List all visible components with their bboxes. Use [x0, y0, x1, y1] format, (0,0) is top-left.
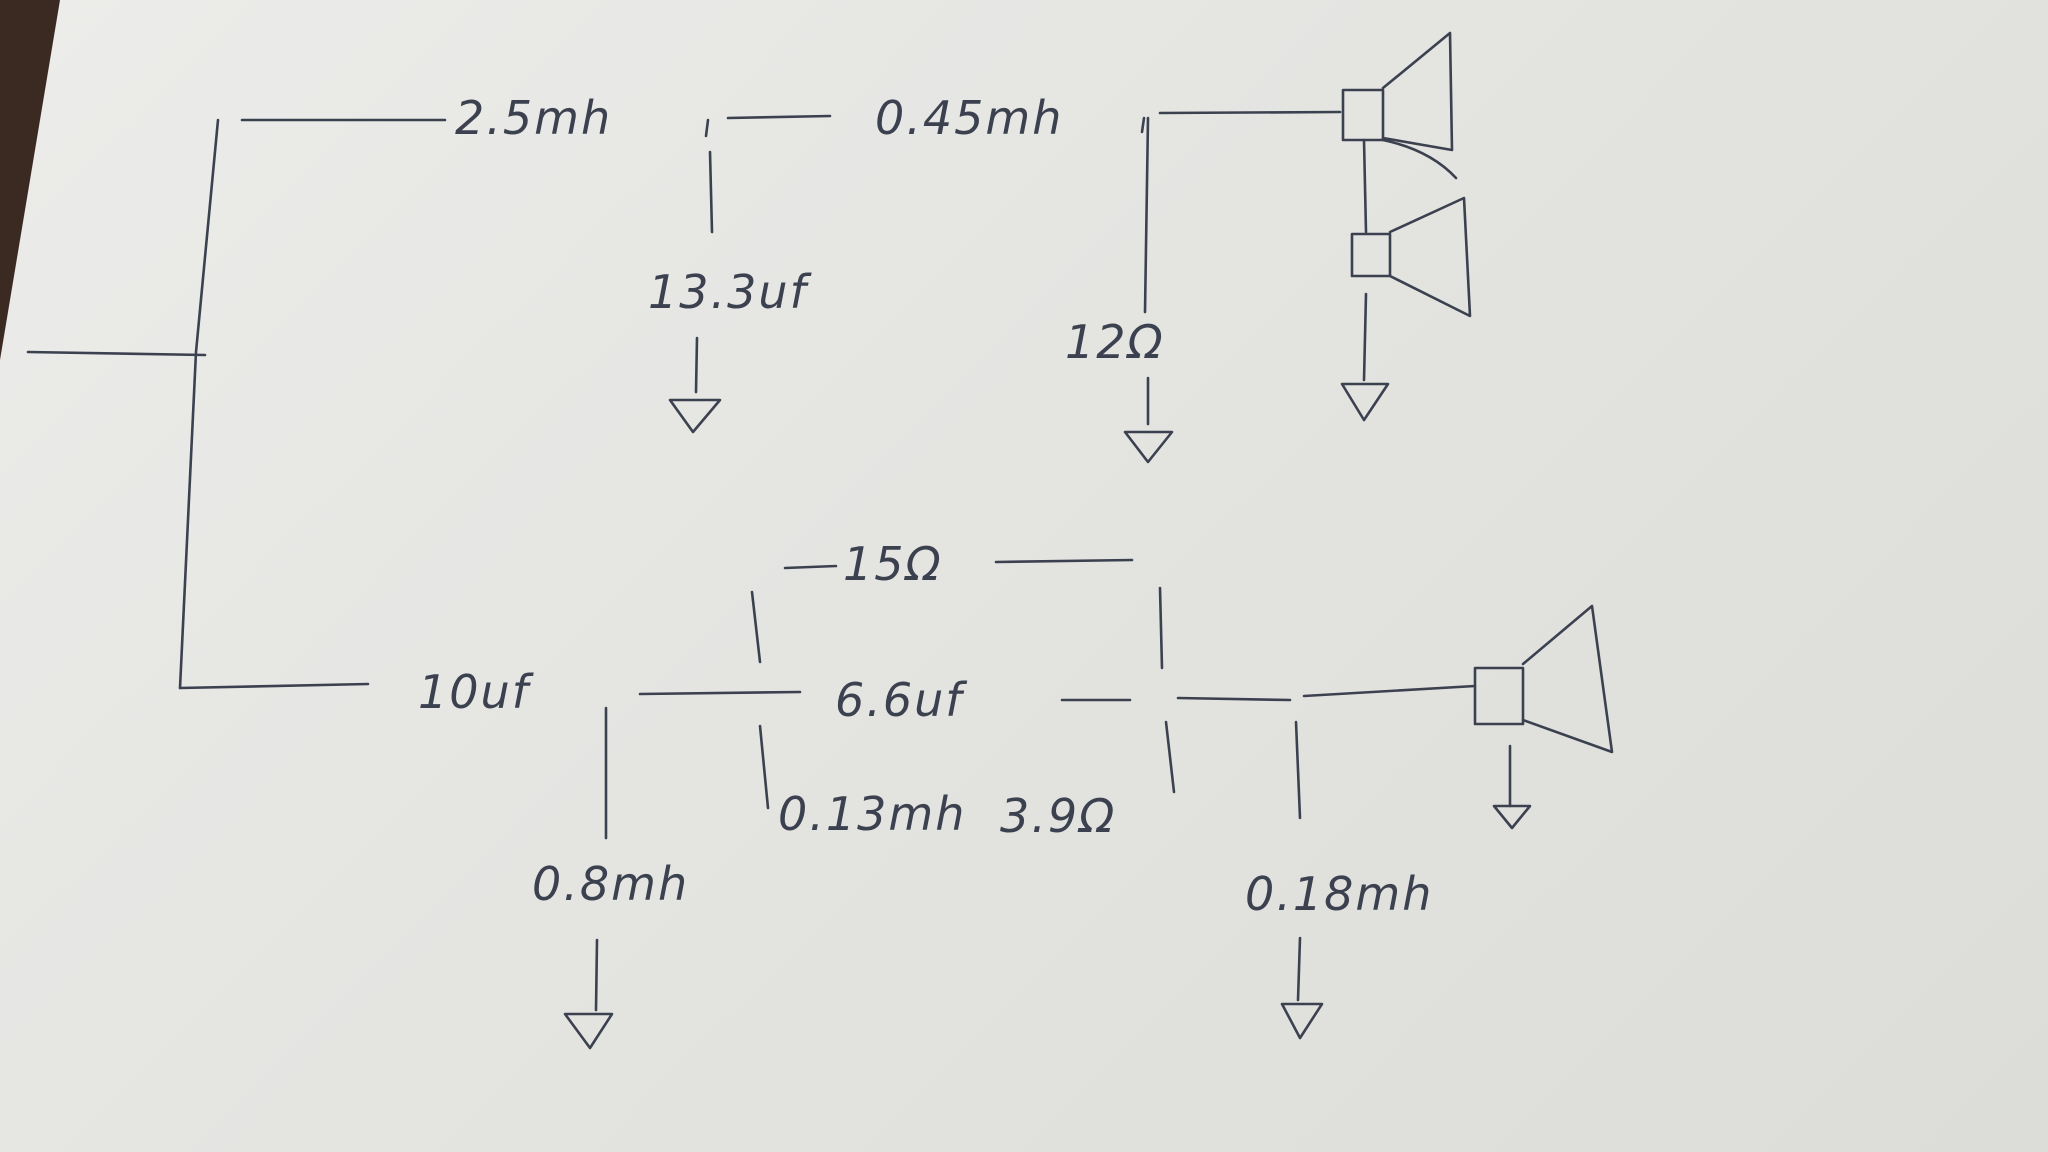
- tweeter-2-wire-down: [1362, 292, 1368, 382]
- label-3-9ohm: 3.9Ω: [1000, 789, 1116, 843]
- shunt-0-18mh-wire: [1294, 720, 1302, 820]
- junction-mark-2: [1140, 116, 1146, 134]
- bottom-wire-to-10uf: [178, 682, 370, 690]
- label-15ohm: 15Ω: [843, 537, 943, 591]
- label-2-5mh: 2.5mh: [455, 91, 612, 145]
- label-12ohm: 12Ω: [1065, 315, 1165, 369]
- ground-symbol-woofer: [1492, 804, 1532, 830]
- shunt-12ohm-wire: [1143, 116, 1150, 314]
- tweeter-1-cone-edge: [1381, 138, 1458, 180]
- wire-0-45mh-to-tweeters: [1158, 110, 1342, 115]
- bridge-15ohm-wire-right: [994, 558, 1134, 564]
- woofer-magnet: [1473, 666, 1525, 726]
- shunt-13-3uf-wire-low: [694, 336, 699, 394]
- shunt-13-3uf-wire: [708, 150, 714, 234]
- bridge-low-right-leg: [1164, 720, 1176, 794]
- ground-symbol-0-8mh: [563, 1012, 614, 1050]
- wire-to-woofer-2: [1302, 684, 1477, 698]
- label-10uf: 10uf: [418, 665, 534, 719]
- input-wire: [26, 350, 207, 357]
- ground-symbol-0-18mh: [1280, 1002, 1324, 1040]
- tweeter-1-cone-icon: [1381, 31, 1454, 152]
- input-bus-vertical: [178, 118, 220, 690]
- bridge-low-left-leg: [758, 724, 770, 810]
- label-13-3uf: 13.3uf: [648, 265, 812, 319]
- label-0-13mh: 0.13mh: [778, 787, 966, 841]
- ground-symbol-12ohm: [1123, 430, 1174, 464]
- tweeter-1-magnet: [1341, 88, 1385, 142]
- tweeter-2-cone-icon: [1388, 196, 1472, 318]
- woofer-cone-icon: [1521, 604, 1614, 754]
- label-0-8mh: 0.8mh: [532, 857, 689, 911]
- ground-symbol-13-3uf: [668, 398, 722, 434]
- label-0-45mh: 0.45mh: [875, 91, 1063, 145]
- tweeter-2-magnet: [1350, 232, 1392, 278]
- shunt-0-18mh-wire-low: [1296, 936, 1302, 1002]
- bridge-15ohm-right-leg: [1158, 586, 1164, 670]
- wire-to-woofer-1: [1176, 696, 1292, 702]
- bridge-15ohm-wire-left: [783, 564, 838, 570]
- wire-2-5mh-to-0-45mh: [726, 114, 832, 120]
- label-0-18mh: 0.18mh: [1245, 867, 1433, 921]
- shunt-0-8mh-wire-low: [594, 938, 599, 1012]
- wire-10uf-to-6-6uf: [638, 690, 802, 696]
- tweeter-link: [1362, 138, 1368, 234]
- bridge-15ohm-left-leg: [750, 590, 762, 664]
- ground-symbol-tweeters: [1340, 382, 1390, 422]
- label-6-6uf: 6.6uf: [835, 673, 967, 727]
- junction-mark-1: [704, 118, 710, 138]
